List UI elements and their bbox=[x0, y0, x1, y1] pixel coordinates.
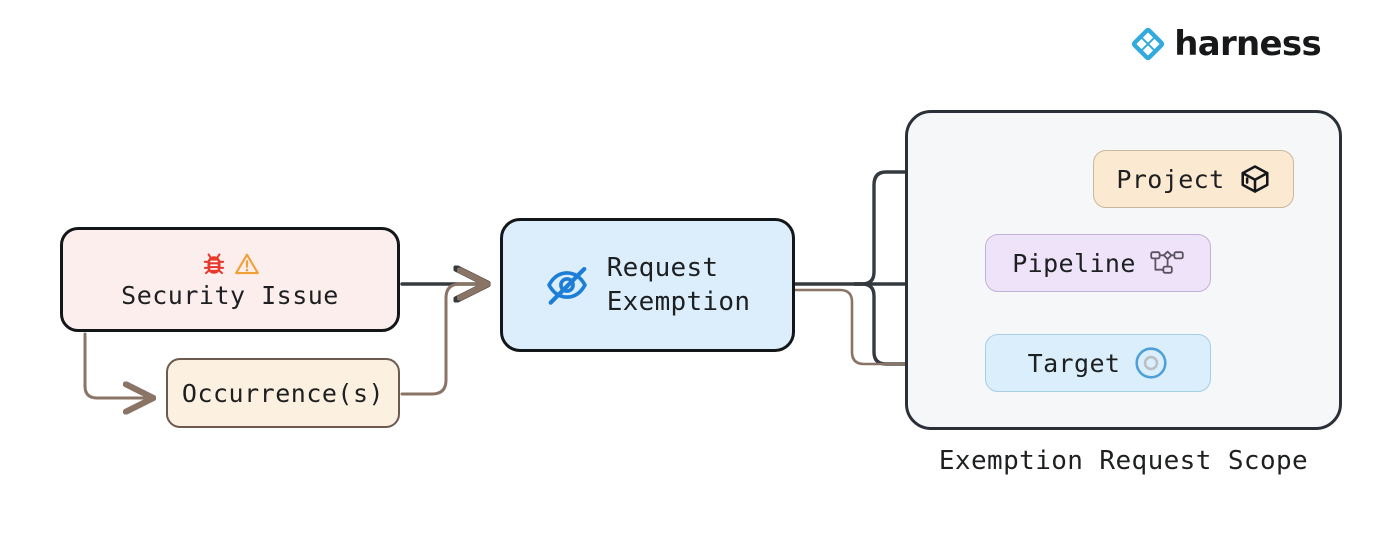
edge-security-to-occurrence bbox=[83, 332, 152, 398]
harness-logo: harness bbox=[1131, 24, 1322, 64]
occurrence-label: Occurrence(s) bbox=[181, 378, 385, 408]
harness-diamond-logo-icon bbox=[1132, 27, 1165, 61]
node-pipeline[interactable]: Pipeline bbox=[985, 234, 1211, 292]
scope-caption: Exemption Request Scope bbox=[938, 446, 1309, 476]
warning-triangle-icon bbox=[234, 253, 259, 275]
pipeline-nodes-icon bbox=[1150, 249, 1184, 277]
pipeline-label: Pipeline bbox=[1012, 248, 1136, 278]
bug-icon bbox=[203, 253, 224, 275]
brand-wordmark: harness bbox=[1174, 24, 1321, 64]
node-occurrence[interactable]: Occurrence(s) bbox=[166, 358, 400, 428]
node-project[interactable]: Project bbox=[1093, 150, 1294, 208]
security-issue-label: Security Issue bbox=[121, 281, 339, 310]
cube-icon bbox=[1239, 163, 1271, 195]
request-exemption-label: Request Exemption bbox=[606, 252, 751, 317]
target-circle-icon bbox=[1134, 346, 1168, 380]
node-target[interactable]: Target bbox=[985, 334, 1211, 392]
node-security-issue[interactable]: Security Issue bbox=[60, 227, 400, 332]
edge-occurrence-to-request bbox=[400, 284, 486, 396]
node-request-exemption[interactable]: Request Exemption bbox=[500, 218, 795, 352]
eye-off-icon bbox=[546, 266, 587, 305]
project-label: Project bbox=[1116, 164, 1225, 194]
target-label: Target bbox=[1027, 348, 1121, 378]
security-issue-icon-row bbox=[201, 249, 260, 279]
